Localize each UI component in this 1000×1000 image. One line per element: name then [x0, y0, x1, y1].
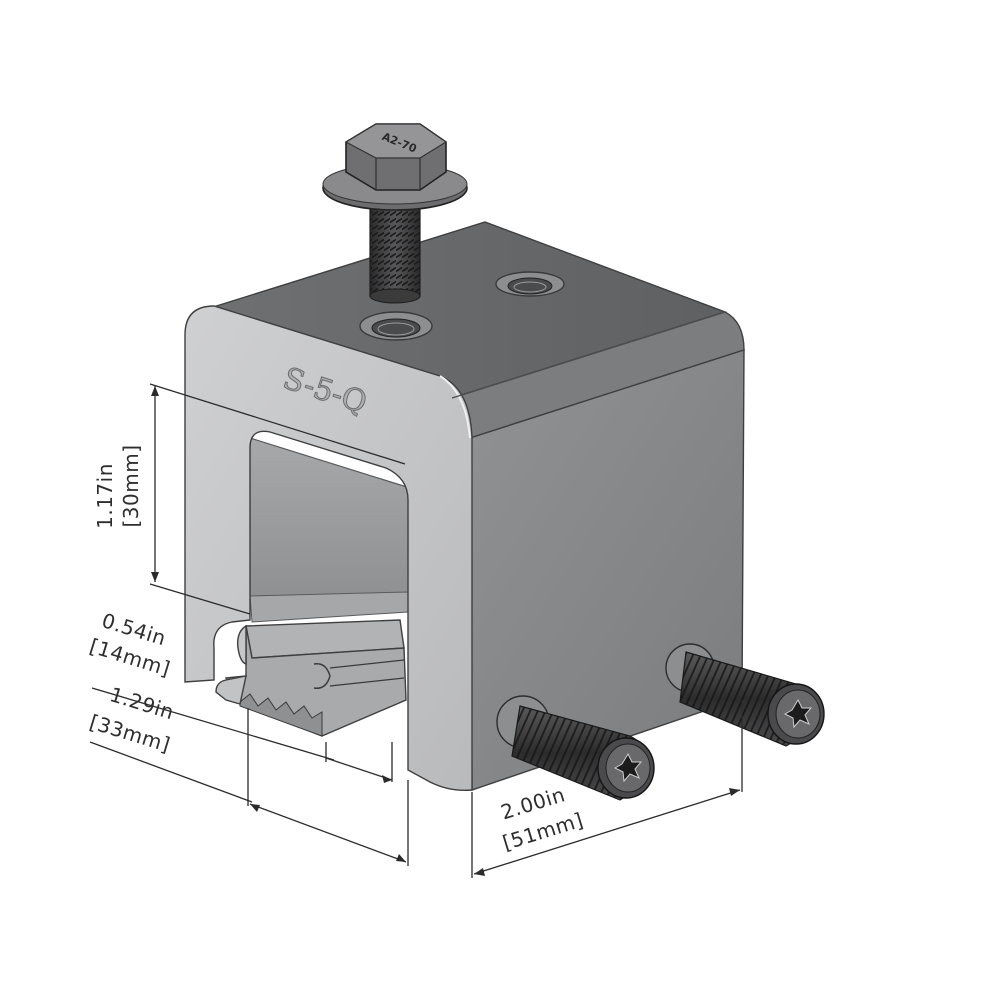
insert-serrations: [239, 693, 323, 737]
set-screw-right: [665, 643, 825, 747]
height-metric: [30mm]: [119, 444, 143, 527]
front-lip: [215, 675, 247, 705]
hex-bolt: A2-70: [322, 123, 468, 304]
insert-groove: [313, 663, 331, 689]
set-screw-left: [496, 695, 655, 801]
left-knuckle: [236, 624, 247, 665]
threaded-hole-rear: [495, 271, 565, 297]
slot-floor: [249, 591, 409, 623]
torx-socket-icon: [613, 752, 643, 783]
front-edge-line: [439, 375, 471, 439]
threaded-hole-front: [359, 311, 433, 341]
height-imperial: 1.17in: [93, 463, 117, 529]
torx-socket-icon: [783, 698, 813, 729]
dimension-height: 1.17in [30mm]: [93, 383, 406, 615]
serrated-insert: [215, 619, 407, 737]
